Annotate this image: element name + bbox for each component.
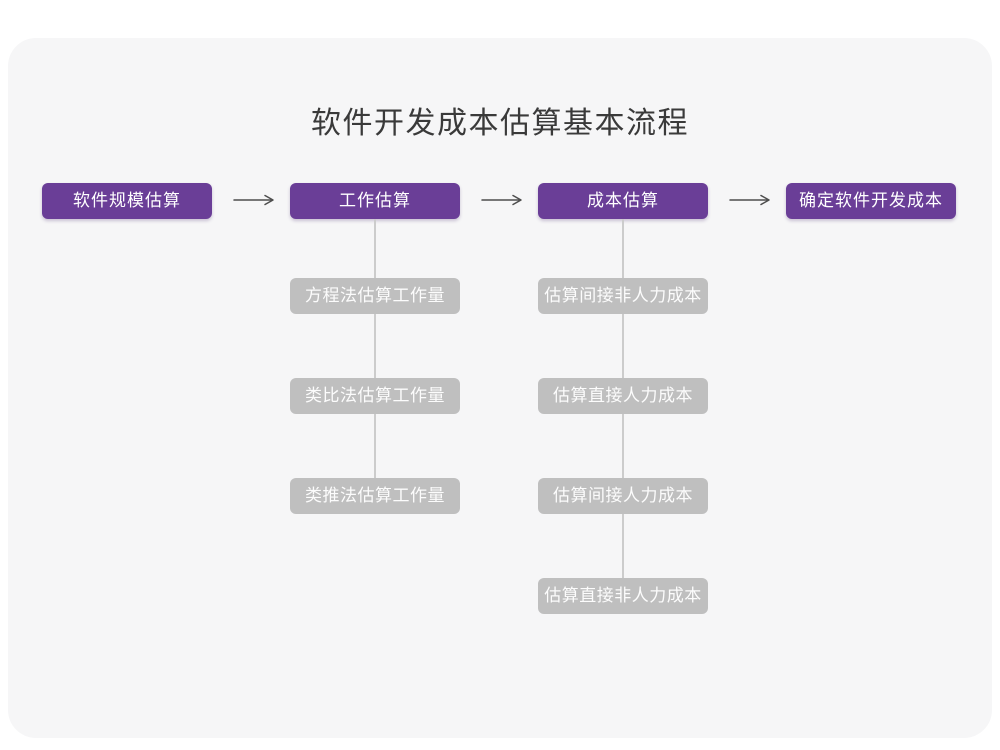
substep-analogy-method-effort: 类比法估算工作量 xyxy=(290,378,460,414)
substep-indirect-nonlabor-cost: 估算间接非人力成本 xyxy=(538,278,708,314)
stage-work-estimation: 工作估算 xyxy=(290,183,460,219)
diagram-card: 软件开发成本估算基本流程 软件规模估算 工作估算 成本估算 确定软件开发成本 方… xyxy=(8,38,992,738)
connector-line-work-substeps xyxy=(374,219,376,478)
substep-direct-labor-cost: 估算直接人力成本 xyxy=(538,378,708,414)
arrow-right-icon xyxy=(481,194,522,206)
arrow-right-icon xyxy=(729,194,770,206)
stage-determine-software-dev-cost: 确定软件开发成本 xyxy=(786,183,956,219)
substep-extrapolation-method-effort: 类推法估算工作量 xyxy=(290,478,460,514)
stage-cost-estimation: 成本估算 xyxy=(538,183,708,219)
substep-equation-method-effort: 方程法估算工作量 xyxy=(290,278,460,314)
substep-direct-nonlabor-cost: 估算直接非人力成本 xyxy=(538,578,708,614)
stage-software-scale-estimation: 软件规模估算 xyxy=(42,183,212,219)
substep-indirect-labor-cost: 估算间接人力成本 xyxy=(538,478,708,514)
diagram-title: 软件开发成本估算基本流程 xyxy=(311,107,689,140)
arrow-right-icon xyxy=(233,194,274,206)
